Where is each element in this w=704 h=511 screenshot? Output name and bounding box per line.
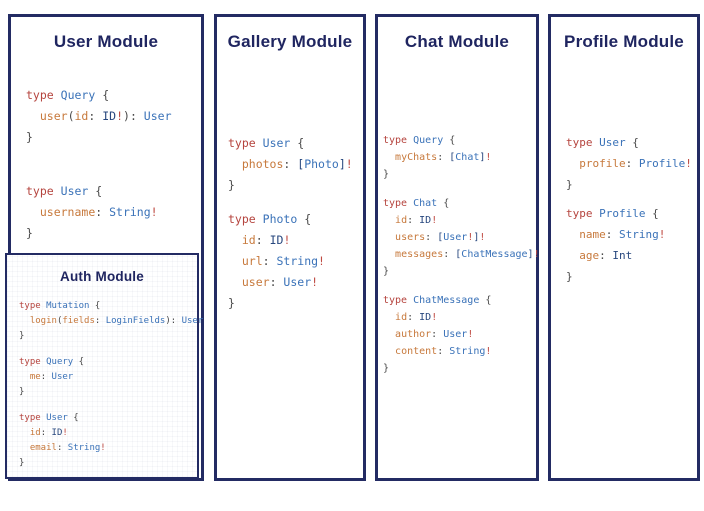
code-block: type User { id: ID! email: String!} xyxy=(19,413,106,468)
user-module-title: User Module xyxy=(53,32,159,51)
profile-module-panel: Profile Module type User { profile: Prof… xyxy=(548,14,700,481)
code-block: type Query { user(id: ID!): User} xyxy=(26,88,172,144)
user-module-code: type Query { user(id: ID!): User} type Us… xyxy=(26,85,172,277)
gallery-module-panel: Gallery Module type User { photos: [Phot… xyxy=(214,14,366,481)
gallery-module-code: type User { photos: [Photo]!} type Photo … xyxy=(228,133,353,327)
code-block: type Chat { id: ID! users: [User!]! mess… xyxy=(383,198,540,277)
code-block: type Mutation { login(fields: LoginField… xyxy=(19,301,204,341)
auth-module-code: type Mutation { login(fields: LoginField… xyxy=(19,299,203,482)
auth-module-panel: Auth Module type Mutation { login(fields… xyxy=(5,253,203,479)
code-block: type User { profile: Profile!} xyxy=(566,136,692,191)
profile-module-title: Profile Module xyxy=(564,32,684,51)
code-block: type User { photos: [Photo]!} xyxy=(228,136,353,192)
gallery-module-title: Gallery Module xyxy=(227,32,353,51)
chat-module-title: Chat Module xyxy=(404,32,510,51)
code-block: type Photo { id: ID! url: String! user: … xyxy=(228,212,325,310)
code-block: type User { username: String!} xyxy=(26,184,158,240)
profile-module-code: type User { profile: Profile!} type Profi… xyxy=(566,132,692,295)
code-block: type ChatMessage { id: ID! author: User!… xyxy=(383,295,492,374)
auth-module-title: Auth Module xyxy=(60,269,144,284)
code-block: type Query { myChats: [Chat]!} xyxy=(383,135,492,180)
chat-module-panel: Chat Module type Query { myChats: [Chat]… xyxy=(375,14,540,481)
code-block: type Query { me: User} xyxy=(19,357,85,397)
code-block: type Profile { name: String! age: Int} xyxy=(566,207,666,283)
chat-module-code: type Query { myChats: [Chat]!} type Chat … xyxy=(383,132,540,389)
